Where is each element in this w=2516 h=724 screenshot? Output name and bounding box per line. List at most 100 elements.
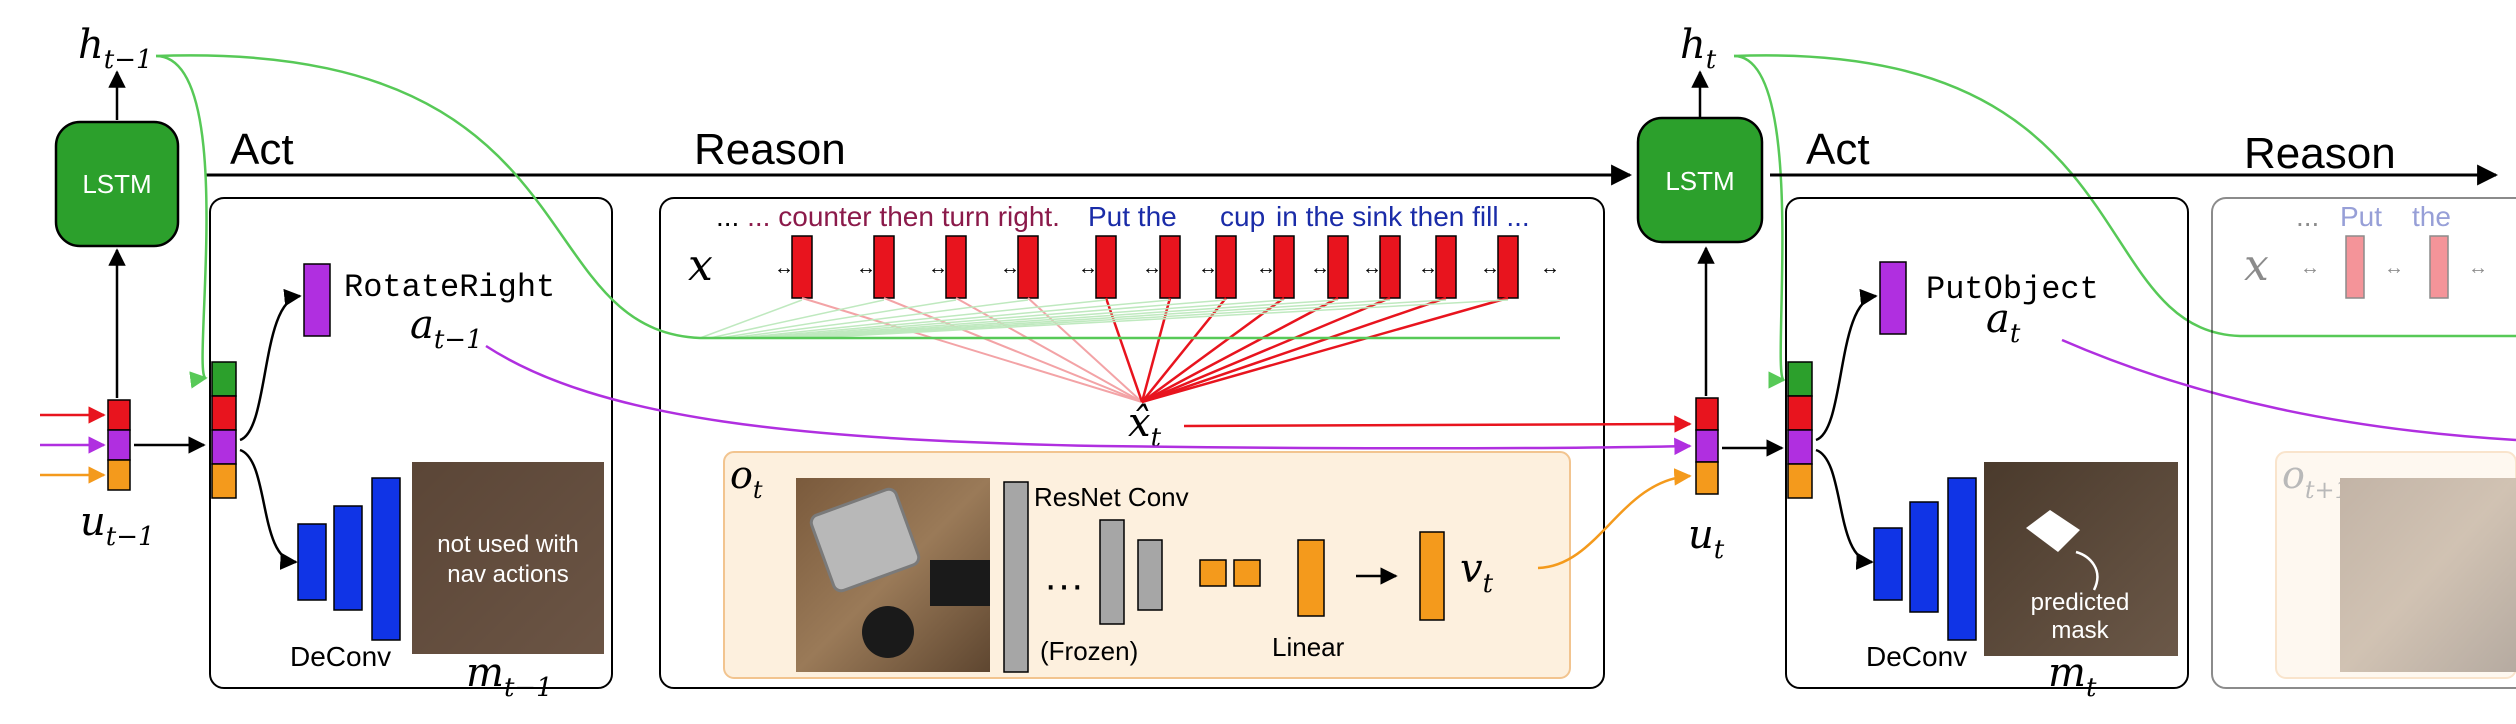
token-block — [1159, 235, 1181, 299]
lstm-box-right — [1636, 116, 1764, 244]
attention-line — [1141, 296, 1339, 404]
action-block-right — [1879, 261, 1907, 335]
hidden-state-prev-label: ht−1 — [78, 22, 153, 75]
attention-query-line — [709, 299, 885, 339]
faded-obs-var: ot+1 — [2282, 453, 2350, 504]
obs-var: ot — [730, 453, 763, 504]
xhat-var: x̂t — [1128, 400, 1162, 453]
deconv-block-3-right — [1947, 477, 1977, 641]
brace-to-deconv-right — [1815, 448, 1874, 570]
attention-line — [955, 297, 1143, 403]
act-stack-red — [211, 395, 237, 431]
faded-token-1 — [2345, 235, 2365, 299]
act-stack-purple-right — [1787, 429, 1813, 465]
lstm-label-right: LSTM — [1665, 166, 1734, 196]
faded-token-2 — [2429, 235, 2449, 299]
act-box-right — [1785, 197, 2189, 689]
input-stack-purple — [107, 429, 131, 461]
token-arrow: ↔ — [1256, 257, 1276, 279]
observation-counter-dark — [930, 560, 990, 606]
token-block — [1017, 235, 1039, 299]
hidden-cur-recurrent-line — [1733, 54, 2516, 338]
mask-image-left-tint — [412, 462, 604, 654]
action-to-next-arrow — [2061, 338, 2516, 442]
predicted-mask-pointer — [2075, 550, 2099, 591]
faded-token-arrows-3: ↔ — [2468, 257, 2488, 279]
brace-to-deconv — [239, 448, 298, 570]
deconv-block-2-left — [333, 505, 363, 611]
mask-note-line2-right: mask — [2051, 617, 2109, 644]
attention-query-line — [789, 299, 1391, 339]
input-stack-red-right — [1695, 397, 1719, 431]
instruction-put-the: Put the — [1088, 201, 1177, 232]
resnet-block-3 — [1137, 539, 1163, 611]
act-stack-orange-right — [1787, 463, 1813, 499]
instruction-sentence: ... ... counter then turn right. — [716, 201, 1060, 232]
pooled-feature-2 — [1233, 559, 1261, 587]
token-block — [1327, 235, 1349, 299]
deconv-label-right: DeConv — [1866, 641, 1967, 672]
hidden-cur-to-act-arrow — [1733, 54, 1786, 389]
attention-query-line — [809, 299, 1509, 339]
act-stack-green — [211, 361, 237, 397]
input-stack-red — [107, 399, 131, 431]
deconv-block-1-left — [297, 523, 327, 601]
faded-token-arrows-1: ↔ — [2300, 257, 2320, 279]
linear-block — [1297, 539, 1325, 617]
token-arrow: ↔ — [1540, 257, 1560, 279]
attention-query-line — [749, 299, 1171, 339]
attention-lines — [699, 296, 1509, 404]
visual-feature-block — [1419, 531, 1445, 621]
mask-image-right — [1984, 462, 2178, 656]
token-arrow: ↔ — [1078, 257, 1098, 279]
attention-query-line — [779, 299, 1339, 339]
token-arrow: ↔ — [1142, 257, 1162, 279]
input-label-left: ut−1 — [80, 499, 155, 552]
mask-var-right: mt — [2048, 650, 2097, 703]
input-stack-orange-right — [1695, 461, 1719, 495]
brace-to-action-right — [1815, 288, 1878, 442]
deconv-block-2-right — [1909, 501, 1939, 613]
token-block — [1095, 235, 1117, 299]
action-to-input-arrow — [485, 344, 1692, 456]
attention-query-line — [729, 299, 1029, 339]
token-block — [945, 235, 967, 299]
token-block — [1379, 235, 1401, 299]
input-label-right: ut — [1688, 512, 1725, 565]
token-arrow: ↔ — [928, 257, 948, 279]
brace-to-action — [239, 288, 302, 442]
token-block — [791, 235, 813, 299]
token-block — [873, 235, 895, 299]
attention-line — [1141, 296, 1391, 404]
observation-sink — [809, 487, 921, 593]
lstm-box-left — [54, 120, 180, 248]
token-block — [1497, 235, 1519, 299]
attention-line — [1141, 297, 1227, 403]
faded-observation-image — [2340, 478, 2516, 672]
resnet-ellipsis: ··· — [1044, 563, 1084, 607]
reason-label-right: Reason — [2244, 129, 2396, 178]
xhat-to-input-arrow — [1183, 415, 1692, 433]
action-var-right: at — [1986, 296, 2021, 349]
predicted-mask-shape — [2026, 510, 2080, 552]
token-arrow: ↔ — [856, 257, 876, 279]
frozen-label: (Frozen) — [1040, 636, 1138, 666]
resnet-label: ResNet Conv — [1034, 482, 1189, 512]
act-label-right: Act — [1806, 125, 1870, 174]
instruction-cup: cup — [1220, 201, 1265, 232]
attention-line — [1141, 296, 1509, 404]
token-arrow: ↔ — [774, 257, 794, 279]
token-block — [1435, 235, 1457, 299]
attention-query-line — [699, 299, 803, 339]
action-var-left: at−1 — [410, 302, 483, 355]
token-arrow: ↔ — [1362, 257, 1382, 279]
faded-the: the — [2412, 201, 2451, 232]
mask-note-line1-right: predicted — [2031, 589, 2130, 616]
pooled-feature-1 — [1199, 559, 1227, 587]
mask-var-left: mt−1 — [466, 650, 553, 703]
input-stack-orange — [107, 459, 131, 491]
linear-label: Linear — [1272, 632, 1345, 662]
attention-query-line — [769, 299, 1285, 339]
deconv-label-left: DeConv — [290, 641, 391, 672]
